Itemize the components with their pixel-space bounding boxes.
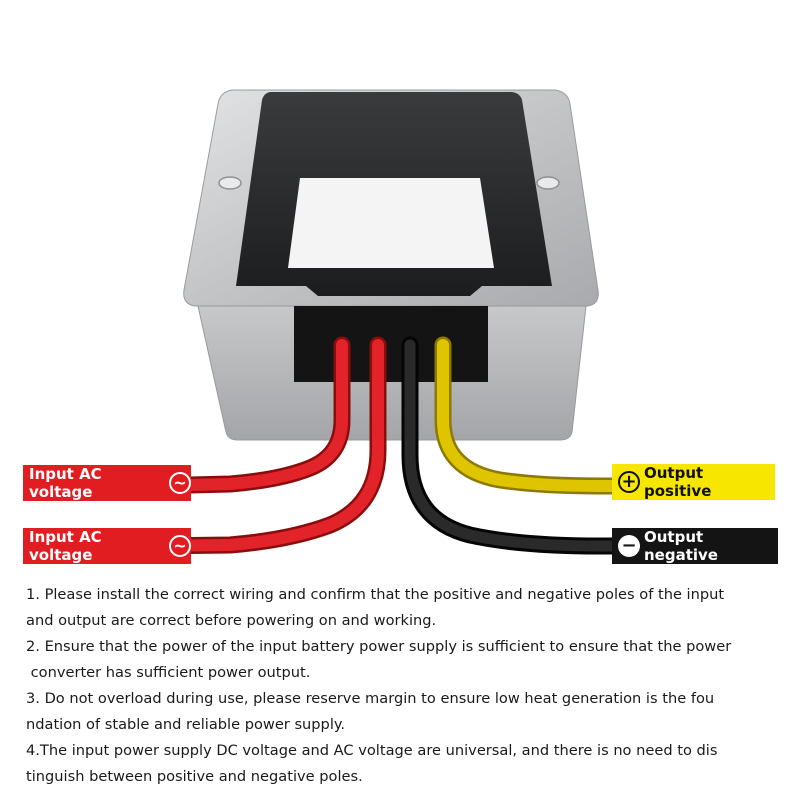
converter-illustration [141, 89, 649, 555]
input-ac-label-1-text: Input AC voltage [29, 465, 102, 501]
note-line: and output are correct before powering o… [26, 612, 437, 629]
input-ac-label-2-text: Input AC voltage [29, 528, 102, 564]
note-line: converter has sufficient power output. [26, 664, 311, 681]
ac-symbol-icon: ~ [169, 472, 191, 494]
input-ac-voltage-label-1: Input AC voltage ~ [23, 465, 191, 501]
mounting-hole-right [536, 176, 560, 190]
wires [141, 336, 649, 555]
note-line: ndation of stable and reliable power sup… [26, 716, 346, 733]
output-positive-text: Output positive [644, 464, 712, 500]
note-line: 2. Ensure that the power of the input ba… [26, 638, 732, 655]
ac-symbol-icon: ~ [169, 535, 191, 557]
note-line: tinguish between positive and negative p… [26, 768, 363, 785]
output-positive-label: + Output positive [612, 464, 775, 500]
mounting-hole-left [218, 176, 242, 190]
instruction-notes: 1. Please install the correct wiring and… [26, 582, 780, 790]
output-negative-label: − Output negative [612, 528, 778, 564]
plus-circle-icon: + [618, 471, 640, 493]
output-negative-text: Output negative [644, 528, 718, 564]
potting-panel [236, 92, 552, 296]
input-ac-voltage-label-2: Input AC voltage ~ [23, 528, 191, 564]
note-line: 1. Please install the correct wiring and… [26, 586, 725, 603]
note-line: 4.The input power supply DC voltage and … [26, 742, 718, 759]
cable-block [294, 306, 488, 382]
note-line: 3. Do not overload during use, please re… [26, 690, 715, 707]
minus-circle-icon: − [618, 535, 640, 557]
